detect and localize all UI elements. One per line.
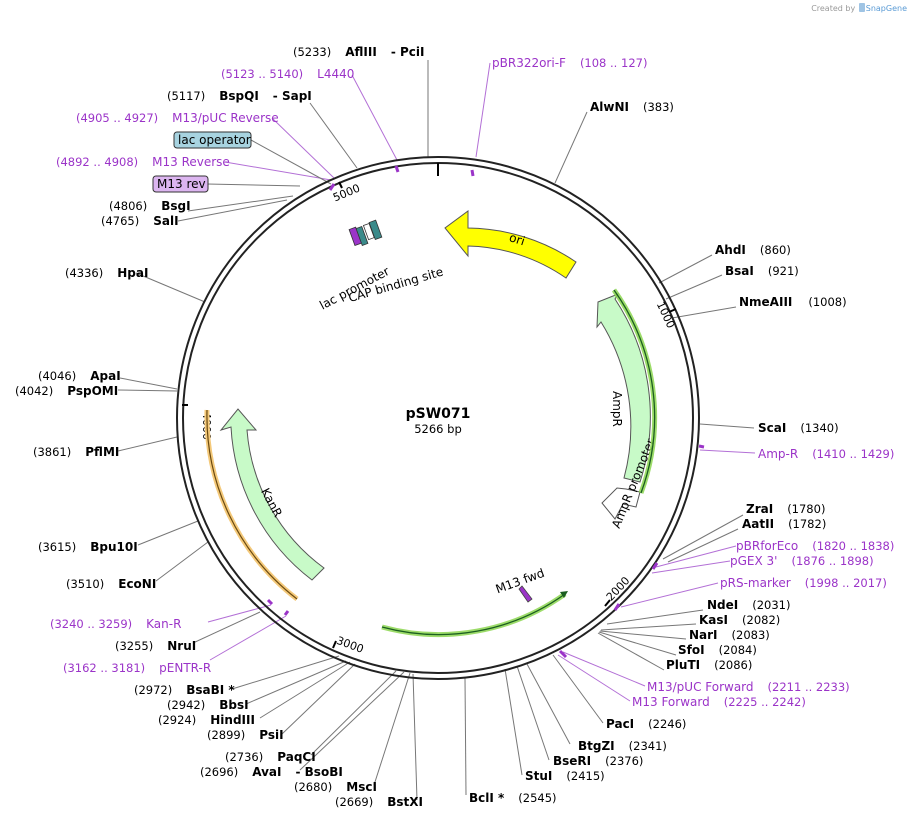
enzyme-label: (2736)PaqCI (225, 750, 316, 764)
primer-leader-lines (207, 62, 756, 702)
ori-arrow (444, 210, 577, 279)
enzyme-label: (2924)HindIII (158, 713, 255, 727)
enzyme-label: (5233)AflIII- PciI (293, 45, 424, 59)
ori-label: ori (507, 230, 526, 248)
enzyme-label: (4765)SalI (101, 214, 179, 228)
enzyme-label: NmeAIII(1008) (739, 295, 847, 309)
enzyme-label: KasI(2082) (699, 613, 780, 627)
enzyme-label: (4336)HpaI (65, 266, 148, 280)
enzyme-label: (2899)PsiI (207, 728, 284, 742)
enzyme-label: NarI(2083) (689, 628, 770, 642)
enzyme-label: AatII(1782) (742, 517, 826, 531)
feature-box-leaders (206, 139, 332, 187)
m13-fwd-binding-band (381, 591, 567, 638)
leader-lines (117, 60, 755, 801)
amp-r-label: AmpR (610, 391, 624, 427)
plasmid-name: pSW071 (406, 406, 471, 422)
watermark-prefix: Created by (811, 4, 856, 13)
enzyme-label: (3510)EcoNI (66, 577, 156, 591)
primer-label: (3162 .. 3181)pENTR-R (63, 661, 211, 675)
primer-label: pBRforEco(1820 .. 1838) (736, 539, 894, 553)
primer-label: (3240 .. 3259)Kan-R (50, 617, 181, 631)
lac-region-features (348, 219, 383, 247)
enzyme-label: AhdI(860) (715, 243, 791, 257)
enzyme-label: PluTI(2086) (666, 658, 752, 672)
enzyme-label: (3861)PflMI (33, 445, 119, 459)
enzyme-label: BtgZI(2341) (578, 739, 667, 753)
enzyme-label: (2680)MscI (294, 780, 377, 794)
amp-r-arrow (596, 292, 651, 483)
primer-label: pBR322ori-F(108 .. 127) (492, 56, 647, 70)
enzyme-label: (2669)BstXI (335, 795, 423, 809)
enzyme-label: ScaI(1340) (758, 421, 839, 435)
watermark-brand: SnapGene (865, 4, 907, 13)
primer-label: (5123 .. 5140)L4440 (221, 67, 354, 81)
enzyme-label: BseRI(2376) (553, 754, 643, 768)
snapgene-watermark: Created by SnapGene (811, 3, 907, 13)
enzyme-label: ZraI(1780) (746, 502, 825, 516)
enzyme-label: (4806)BsgI (109, 199, 191, 213)
enzyme-label: BsaI(921) (725, 264, 799, 278)
enzyme-labels-right: AlwNI(383) AhdI(860) BsaI(921) NmeAIII(1… (469, 100, 847, 805)
enzyme-label: (2972)BsaBI * (134, 683, 235, 697)
enzyme-label: (3615)Bpu10I (38, 540, 138, 554)
m13-rev-box (152, 175, 209, 193)
primer-label: (4905 .. 4927)M13/pUC Reverse (76, 111, 279, 125)
enzyme-label: (2942)BbsI (167, 698, 249, 712)
plasmid-size: 5266 bp (414, 422, 462, 436)
amp-r-promoter-arrow (601, 487, 641, 520)
lac-operator-box (173, 131, 252, 149)
primer-label: pGEX 3'(1876 .. 1898) (730, 554, 874, 568)
primer-labels-right: pBR322ori-F(108 .. 127) Amp-R(1410 .. 14… (492, 56, 894, 709)
position-ticks (182, 181, 677, 649)
m13-fwd-arrowhead (560, 591, 568, 598)
primer-site-marks (266, 165, 705, 659)
primer-label: (4892 .. 4908)M13 Reverse (56, 155, 230, 169)
primer-label: M13/pUC Forward(2211 .. 2233) (647, 680, 850, 694)
primer-labels-left: (5123 .. 5140)L4440 (4905 .. 4927)M13/pU… (50, 67, 354, 675)
primer-label: Amp-R(1410 .. 1429) (758, 447, 894, 461)
enzyme-label: SfoI(2084) (678, 643, 757, 657)
enzyme-label: AlwNI(383) (590, 100, 674, 114)
enzyme-label: BclI *(2545) (469, 791, 557, 805)
kan-r-arrow (219, 408, 325, 581)
enzyme-label: StuI(2415) (525, 769, 605, 783)
primer-label: pRS-marker(1998 .. 2017) (720, 576, 887, 590)
enzyme-label: NdeI(2031) (707, 598, 791, 612)
enzyme-label: (4042)PspOMI (15, 384, 118, 398)
m13-fwd-label: M13 fwd (494, 566, 547, 597)
primer-label: M13 Forward(2225 .. 2242) (632, 695, 806, 709)
snapgene-logo-icon (858, 3, 865, 12)
enzyme-labels-left: (5233)AflIII- PciI (5117)BspQI- SapI (48… (15, 45, 424, 809)
m13-rev-box-label: M13 rev (157, 177, 206, 191)
lac-operator-box-label: lac operator (178, 133, 251, 147)
enzyme-label: PacI(2246) (606, 717, 686, 731)
m13-fwd-marker (518, 585, 533, 603)
plasmid-backbone-outer (176, 156, 700, 680)
enzyme-label: (2696)AvaI- BsoBI (200, 765, 343, 779)
enzyme-label: (3255)NruI (115, 639, 196, 653)
enzyme-label: (5117)BspQI- SapI (167, 89, 312, 103)
enzyme-label: (4046)ApaI (38, 369, 121, 383)
